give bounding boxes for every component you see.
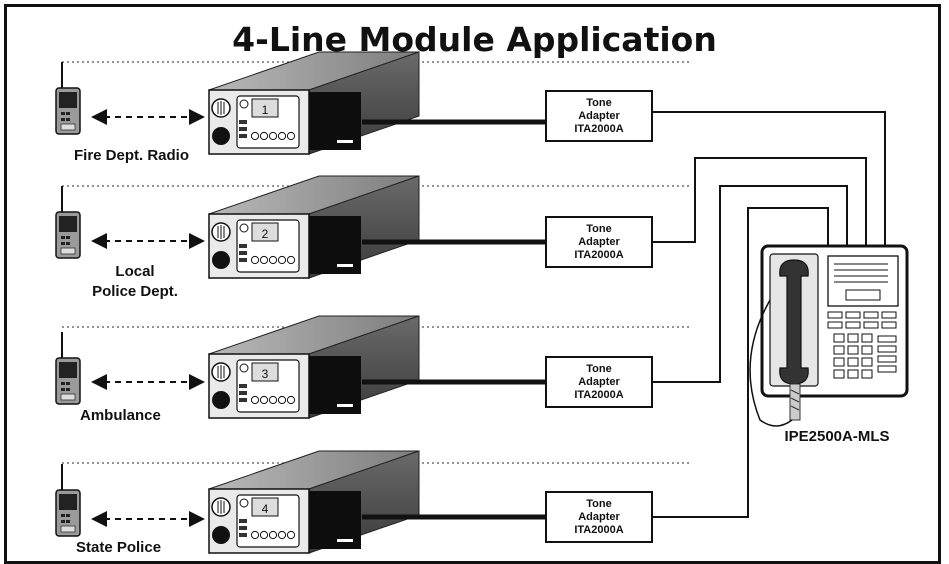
tone-adapter-4: Tone Adapter ITA2000A — [545, 491, 653, 543]
radio-console-icon — [208, 51, 420, 155]
page-title: 4-Line Module Application — [232, 20, 717, 59]
adapter-line-2: Adapter — [578, 510, 620, 523]
channel-label-ambulance: Ambulance — [80, 407, 161, 424]
adapter-model: ITA2000A — [574, 122, 624, 135]
handheld-radio-icon — [55, 61, 81, 135]
telephone-icon — [749, 244, 909, 427]
handheld-radio-icon — [55, 331, 81, 405]
radio-console-icon — [208, 175, 420, 279]
adapter-line-2: Adapter — [578, 375, 620, 388]
phone-model-label: IPE2500A-MLS — [784, 428, 890, 445]
radio-console-icon — [208, 315, 420, 419]
adapter-model: ITA2000A — [574, 523, 624, 536]
adapter-line-1: Tone — [586, 96, 612, 109]
phone-line-4 — [653, 207, 829, 518]
adapter-line-2: Adapter — [578, 235, 620, 248]
channel-number: 3 — [262, 367, 269, 381]
radio-console-icon — [208, 450, 420, 554]
channel-number: 2 — [262, 227, 269, 241]
tone-adapter-3: Tone Adapter ITA2000A — [545, 356, 653, 408]
phone-line-2 — [653, 157, 867, 248]
channel-label-state-police: State Police — [76, 539, 162, 556]
tone-adapter-1: Tone Adapter ITA2000A — [545, 90, 653, 142]
adapter-model: ITA2000A — [574, 248, 624, 261]
adapter-line-2: Adapter — [578, 109, 620, 122]
handheld-radio-icon — [55, 463, 81, 537]
handheld-radio-icon — [55, 185, 81, 259]
channel-label-fire: Fire Dept. Radio — [74, 147, 190, 164]
adapter-line-1: Tone — [586, 222, 612, 235]
adapter-line-1: Tone — [586, 362, 612, 375]
tone-adapter-2: Tone Adapter ITA2000A — [545, 216, 653, 268]
phone-line-3 — [653, 185, 848, 383]
adapter-model: ITA2000A — [574, 388, 624, 401]
phone-line-1 — [653, 111, 886, 248]
channel-number: 1 — [262, 103, 269, 117]
channel-label-local-police-line2: Police Dept. — [92, 283, 178, 300]
channel-number: 4 — [262, 502, 269, 516]
adapter-line-1: Tone — [586, 497, 612, 510]
channel-label-local-police-line1: Local — [115, 263, 155, 280]
